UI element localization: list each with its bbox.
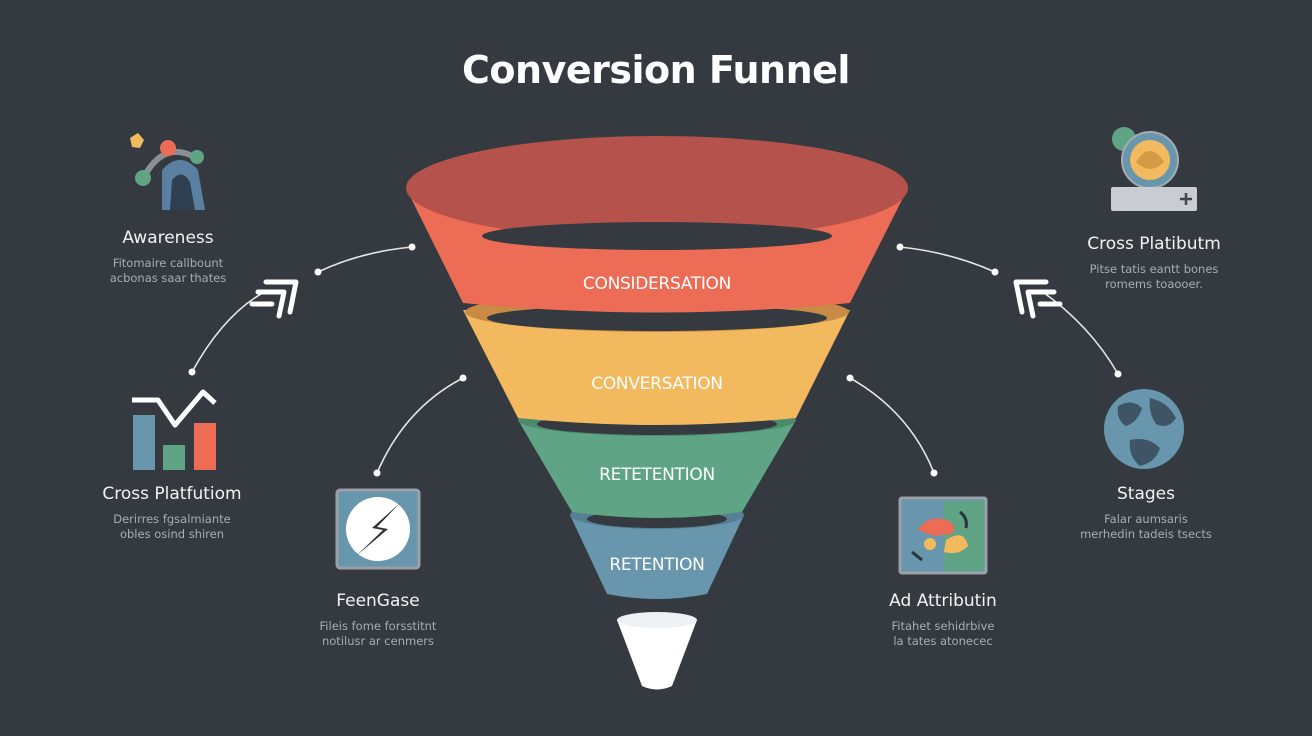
lightning-badge-icon: [335, 488, 421, 570]
molecule-arc-icon: [130, 133, 205, 210]
funnel-tip: [617, 612, 697, 690]
node-label: Cross Platfutiom: [102, 484, 242, 504]
node-label: Stages: [1117, 484, 1175, 504]
funnel-label-2: CONVERSATION: [591, 374, 723, 394]
node-cross-platform-right: Cross Platibutm Pitse tatis eantt bones …: [1054, 234, 1254, 292]
node-cross-platform-left: Cross Platfutiom Derirres fgsalmiante ob…: [72, 484, 272, 542]
bar-chart-icon: [132, 389, 217, 470]
globe-icon: [1104, 389, 1184, 469]
node-label: Awareness: [122, 228, 214, 248]
node-label: Ad Attributin: [889, 591, 997, 611]
node-desc: Falar aumsaris merhedin tadeis tsects: [1080, 512, 1212, 541]
page-title: Conversion Funnel: [462, 48, 850, 92]
node-desc: Fitahet sehidrbive la tates atonecec: [891, 619, 995, 648]
puzzle-picture-icon: [898, 496, 988, 575]
connector-dots: [188, 243, 1122, 477]
node-stages: Stages Falar aumsaris merhedin tadeis ts…: [1046, 484, 1246, 542]
node-desc: Fitomaire callbount acbonas saar thates: [109, 256, 227, 285]
node-desc: Pitse tatis eantt bones romems toaooer.: [1089, 262, 1219, 291]
node-ad-attribution: Ad Attributin Fitahet sehidrbive la tate…: [843, 591, 1043, 649]
node-desc: Fileis fome forsstitnt notilusr ar cenme…: [319, 619, 437, 648]
node-desc: Derirres fgsalmiante obles osind shiren: [113, 512, 231, 541]
funnel-label-3: RETETENTION: [599, 465, 715, 485]
funnel-label-1: CONSIDERSATION: [582, 274, 732, 294]
node-awareness: Awareness Fitomaire callbount acbonas sa…: [68, 228, 268, 286]
connectors: [191, 246, 1119, 474]
funnel-label-4: RETENTION: [609, 555, 705, 575]
coin-card-icon: [1111, 127, 1197, 211]
node-feengase: FeenGase Fileis fome forsstitnt notilusr…: [278, 591, 478, 649]
arrow-chevron-right-icon: [1013, 279, 1063, 319]
node-label: Cross Platibutm: [1087, 234, 1221, 254]
arrow-chevron-left-icon: [249, 279, 299, 319]
node-label: FeenGase: [336, 591, 420, 611]
funnel-stage-1: [406, 136, 908, 313]
